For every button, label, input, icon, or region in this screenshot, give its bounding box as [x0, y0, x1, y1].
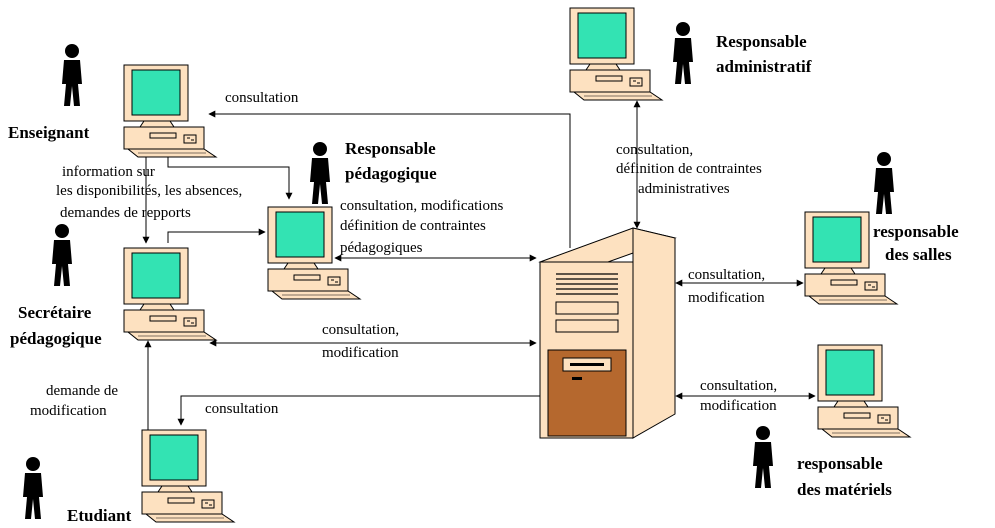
label-secretaire-line2: modification: [322, 345, 399, 361]
desktop-computer-icon: [123, 64, 217, 158]
role-responsable-materiels-line1: responsable: [797, 454, 883, 473]
person-icon: [52, 224, 72, 286]
person-icon: [753, 426, 773, 488]
label-admin-line1: consultation,: [616, 142, 693, 158]
desktop-computer-icon: [817, 344, 911, 438]
label-admin-line3: administratives: [638, 181, 730, 197]
label-pedago-line2: définition de contraintes: [340, 218, 486, 234]
label-consultation-enseignant: consultation: [225, 90, 299, 106]
server-tower-icon: [538, 227, 677, 439]
label-salles-line2: modification: [688, 290, 765, 306]
label-pedago-line3: pédagogiques: [340, 240, 423, 256]
label-demande-line2: modification: [30, 403, 107, 419]
desktop-computer-icon: [569, 7, 663, 101]
person-icon: [23, 457, 43, 519]
person-icon: [874, 152, 894, 214]
label-demande-line1: demande de: [46, 383, 118, 399]
role-responsable-pedagogique-line1: Responsable: [345, 139, 436, 158]
role-responsable-salles-line2: des salles: [885, 245, 952, 264]
label-info-line3: demandes de repports: [60, 205, 191, 221]
label-materiels-line1: consultation,: [700, 378, 777, 394]
label-admin-line2: définition de contraintes: [616, 161, 762, 177]
role-secretaire-line1: Secrétaire: [18, 303, 92, 322]
label-secretaire-line1: consultation,: [322, 322, 399, 338]
label-consultation-etudiant: consultation: [205, 401, 279, 417]
role-secretaire-line2: pédagogique: [10, 329, 102, 348]
role-responsable-materiels-line2: des matériels: [797, 480, 892, 499]
desktop-computer-icon: [141, 429, 235, 523]
role-responsable-pedagogique-line2: pédagogique: [345, 164, 437, 183]
desktop-computer-icon: [123, 247, 217, 341]
person-icon: [673, 22, 693, 84]
person-icon: [62, 44, 82, 106]
label-info-line1: information sur: [62, 164, 155, 180]
role-responsable-salles-line1: responsable: [873, 222, 959, 241]
label-salles-line1: consultation,: [688, 267, 765, 283]
role-responsable-administratif-line2: administratif: [716, 57, 812, 76]
role-etudiant: Etudiant: [67, 506, 132, 525]
label-materiels-line2: modification: [700, 398, 777, 414]
person-icon: [310, 142, 330, 204]
role-responsable-administratif-line1: Responsable: [716, 32, 807, 51]
label-info-line2: les disponibilités, les absences,: [56, 183, 242, 199]
label-pedago-line1: consultation, modifications: [340, 198, 503, 214]
role-enseignant: Enseignant: [8, 123, 90, 142]
